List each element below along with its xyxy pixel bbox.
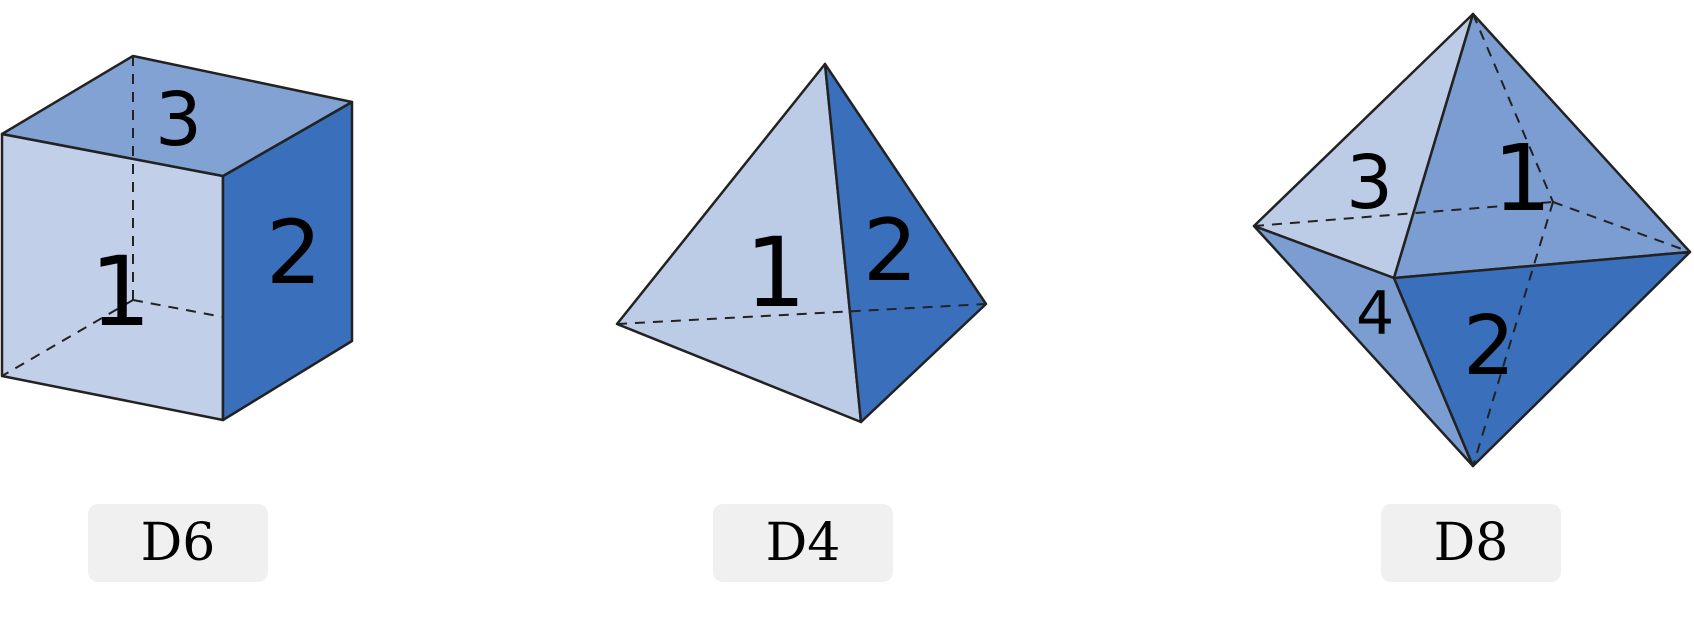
d8-face-number-3: 3 — [1346, 140, 1393, 226]
d8-face-number-4: 4 — [1356, 279, 1394, 349]
d4-label: D4 — [713, 504, 893, 582]
d8-face-number-2: 2 — [1463, 299, 1515, 394]
d4-face-number-2: 2 — [863, 201, 918, 301]
d6-face-number-3: 3 — [155, 77, 202, 163]
d6-face-number-2: 2 — [266, 201, 322, 304]
d4-tetrahedron: 1 2 — [615, 62, 988, 424]
d4-right-face — [823, 62, 988, 424]
d8-label-text: D8 — [1433, 513, 1509, 573]
d8-hidden-edges — [1253, 13, 1691, 467]
d8-face-2 — [1392, 250, 1692, 468]
d4-label-text: D4 — [765, 513, 841, 573]
d4-face-number-1: 1 — [745, 217, 806, 329]
d6-top-face — [0, 54, 354, 178]
d8-label: D8 — [1381, 504, 1561, 582]
d8-octahedron: 1 2 3 4 — [1252, 12, 1692, 468]
d4-hidden-edge — [616, 303, 987, 325]
d8-face-number-1: 1 — [1493, 125, 1552, 232]
d6-face-number-1: 1 — [90, 236, 151, 348]
d6-label: D6 — [88, 504, 268, 582]
d6-cube: 1 2 3 — [0, 54, 354, 422]
d4-front-face — [615, 62, 863, 424]
d6-label-text: D6 — [140, 513, 216, 573]
